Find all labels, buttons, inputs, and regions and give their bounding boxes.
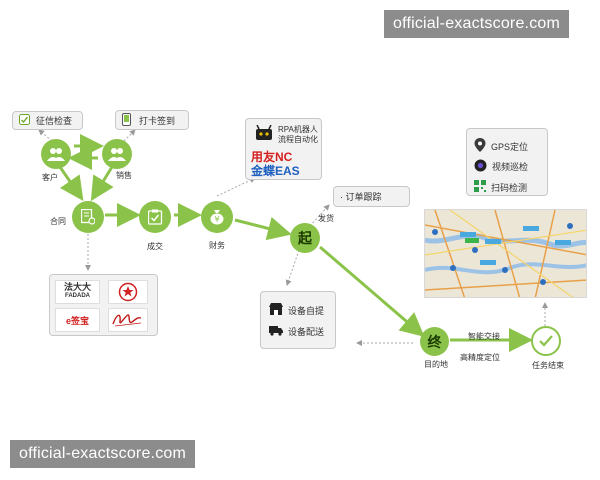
qr-code-icon [474,180,486,194]
end-node: 终 [420,327,449,356]
watermark-top: official-exactscore.com [384,10,570,38]
delivery-truck-icon [269,324,283,338]
smart-handover-label: 智能交接 [468,332,500,341]
sales-label: 销售 [116,171,132,180]
finance-label: 财务 [209,241,225,250]
signature-icon [108,308,148,332]
rpa-title: RPA机器人 [278,125,318,134]
money-bag-icon: ¥ [210,210,224,225]
deal-node [139,201,171,233]
gps-label: GPS定位 [491,141,529,152]
watermark-bottom: official-exactscore.com [10,440,196,468]
credit-check-icon [19,114,30,127]
seal-icon [108,280,148,304]
order-track-label: · 订单跟踪 [340,192,382,202]
task-end-node [531,326,561,356]
clipboard-check-icon [147,209,162,225]
rpa-subtitle: 流程自动化 [278,135,318,144]
check-in-label: 打卡签到 [139,115,176,126]
check-icon [539,335,553,347]
contract-label: 合同 [50,217,66,226]
esign-logos-box: 法大大 FADADA e签宝 [49,274,158,336]
ship-label: 发货 [318,214,334,223]
order-track-box: · 订单跟踪 [333,186,410,207]
people-icon [47,148,65,161]
end-node-label: 终 [427,333,442,350]
kingdee-logo: 金蝶EAS [251,164,300,178]
document-gear-icon [81,209,95,225]
video-label: 视频巡检 [492,162,529,172]
svg-text:¥: ¥ [214,215,219,224]
customer-label: 客户 [42,173,58,182]
deal-label: 成交 [147,242,163,251]
precise-location-label: 高精度定位 [460,353,500,362]
credit-check-label: 征信检查 [36,116,73,126]
finance-node: ¥ [201,201,233,233]
people-icon [108,148,126,161]
check-in-box: 打卡签到 [115,110,189,130]
device-delivery-label: 设备配送 [288,326,325,337]
features-box: GPS定位 视频巡检 扫码检测 [466,128,548,196]
task-end-label: 任务结束 [532,361,564,370]
robot-icon [255,124,273,143]
esign-logo: e签宝 [55,308,100,332]
map-image [424,209,587,298]
rpa-box: RPA机器人 流程自动化 用友NC 金蝶EAS [245,118,322,180]
scan-label: 扫码检测 [491,182,528,193]
fadada-logo: 法大大 FADADA [55,280,100,304]
shop-icon [269,303,283,317]
yonyou-logo: 用友NC [251,150,293,164]
phone-icon [122,112,131,128]
destination-label: 目的地 [424,360,448,369]
device-box: 设备自提 设备配送 [260,291,336,349]
start-node-label: 起 [298,230,312,246]
credit-check-box: 征信检查 [12,111,83,130]
contract-node [72,201,104,233]
device-pickup-label: 设备自提 [288,305,325,316]
gps-pin-icon [474,138,486,154]
start-node: 起 [290,223,320,253]
sales-node [102,139,132,169]
customer-node [41,139,71,169]
camera-icon [474,159,487,174]
